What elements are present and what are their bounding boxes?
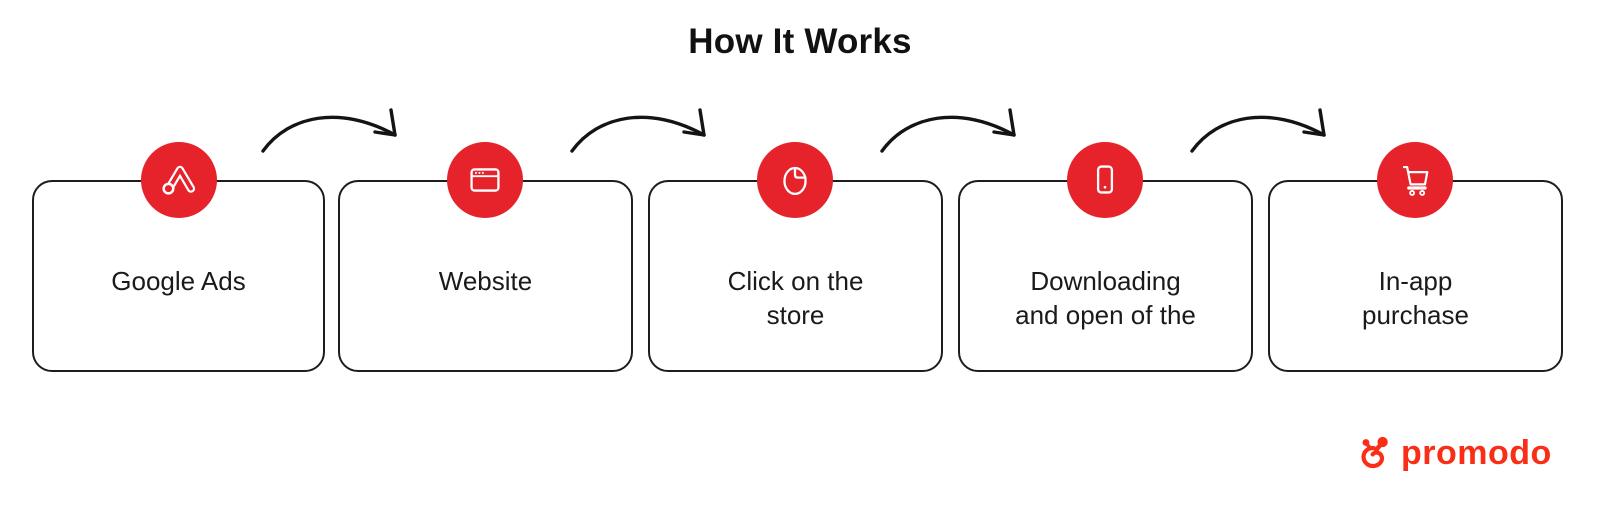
mouse-icon — [757, 142, 833, 218]
step-label-line: store — [766, 300, 825, 330]
browser-icon — [447, 142, 523, 218]
step-label: Downloading and open of the — [960, 264, 1251, 332]
smartphone-icon — [1067, 142, 1143, 218]
step-card-google-ads: Google Ads — [32, 180, 325, 372]
cart-icon — [1377, 142, 1453, 218]
step-card-downloading: Downloading and open of the — [958, 180, 1253, 372]
step-label-line: In-app — [1378, 266, 1453, 296]
google-ads-icon — [141, 142, 217, 218]
promodo-logo-icon — [1361, 436, 1388, 469]
step-label: Click on the store — [650, 264, 941, 332]
step-label: Google Ads — [34, 264, 323, 298]
flow-arrow-3 — [880, 108, 1016, 153]
step-label: In-app purchase — [1270, 264, 1561, 332]
step-label-line: Click on the — [727, 266, 864, 296]
step-label-line: Downloading — [1030, 266, 1181, 296]
step-label: Website — [340, 264, 631, 298]
flow-arrow-4 — [1190, 108, 1326, 153]
step-label-line: Website — [438, 266, 533, 296]
step-label-line: purchase — [1362, 300, 1469, 330]
flow-arrow-1 — [261, 108, 397, 153]
flow-arrow-2 — [570, 108, 706, 153]
step-label-line: and open of the — [1015, 300, 1196, 330]
promodo-logo: promodo — [1354, 428, 1552, 478]
page-title: How It Works — [688, 22, 912, 61]
promodo-wordmark: promodo — [1401, 434, 1552, 472]
step-label-line: Google Ads — [111, 266, 246, 296]
